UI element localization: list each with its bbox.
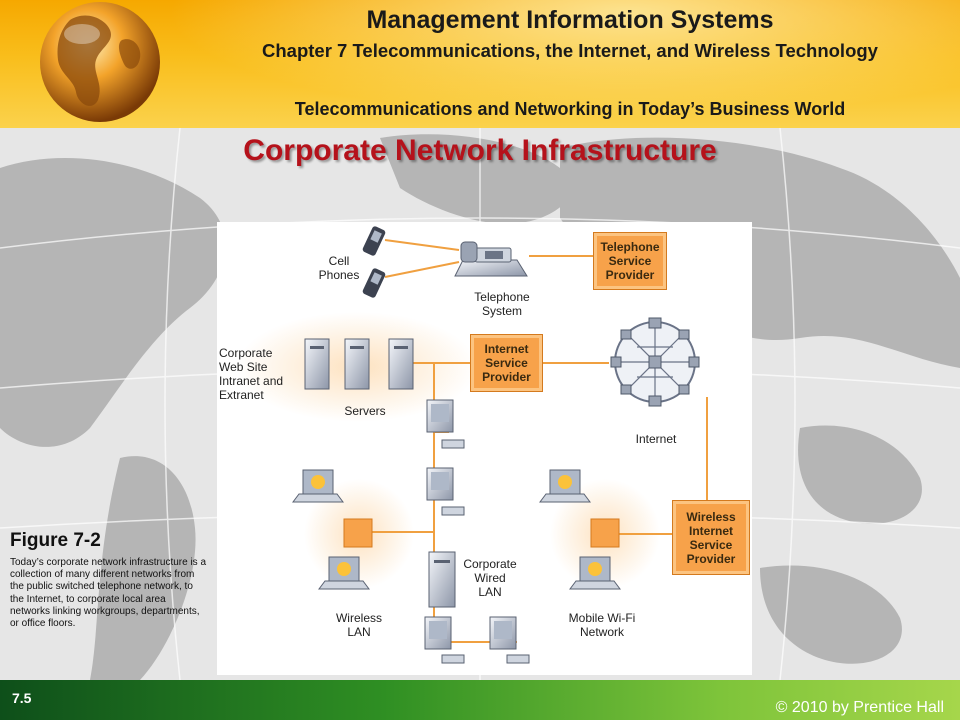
chapter-title: Chapter 7 Telecommunications, the Intern… (262, 40, 878, 61)
servers-label: Servers (344, 404, 386, 418)
internet-label: Internet (635, 432, 677, 446)
corporate-wired-lan-label: Corporate Wired LAN (463, 557, 517, 599)
laptop-icon (318, 556, 370, 590)
laptop-icon (539, 469, 591, 503)
server-icon (388, 338, 414, 390)
section-title: Telecommunications and Networking in Tod… (294, 99, 846, 119)
copyright-notice: © 2010 by Prentice Hall (775, 699, 944, 716)
header-shine (130, 0, 960, 128)
wireless-lan-label: Wireless LAN (335, 611, 382, 639)
wifi-access-point (590, 518, 620, 548)
desktop-computer-icon (424, 616, 465, 664)
globe-icon (40, 2, 160, 122)
cell-phone-icon (362, 268, 386, 298)
server-icon (304, 338, 330, 390)
cell-phones-label: Cell Phones (318, 254, 360, 282)
wired-lan-server-icon (428, 551, 456, 608)
laptop-icon (292, 469, 344, 503)
slide-title: Corporate Network Infrastructure (243, 134, 717, 167)
desktop-computer-icon (489, 616, 530, 664)
slide-header: Management Information Systems Chapter 7… (0, 0, 960, 128)
desktop-computer-icon (426, 399, 465, 449)
figure-caption: Figure 7-2 Today’s corporate network inf… (10, 530, 210, 630)
slide-number: 7.5 (12, 690, 32, 706)
server-icon (344, 338, 370, 390)
internet-network-icon (610, 317, 700, 407)
mobile-wifi-network-label: Mobile Wi-Fi Network (568, 611, 636, 639)
network-diagram-graphics (237, 226, 708, 664)
laptop-icon (569, 556, 621, 590)
slide-footer: 7.5 © 2010 by Prentice Hall (0, 680, 960, 720)
internet-service-provider-box: Internet Service Provider (470, 334, 543, 392)
wireless-internet-service-provider-box: Wireless Internet Service Provider (672, 500, 750, 575)
cell-phone-icon (362, 226, 386, 256)
telephone-service-provider-box: Telephone Service Provider (593, 232, 667, 290)
course-title: Management Information Systems (366, 6, 774, 34)
network-diagram: Telephone Service Provider Internet Serv… (217, 222, 752, 675)
figure-description: Today’s corporate network infrastructure… (10, 557, 207, 630)
corporate-web-site-label: Corporate Web Site Intranet and Extranet (219, 346, 284, 402)
telephone-icon (454, 241, 528, 277)
figure-label: Figure 7-2 (10, 530, 101, 551)
telephone-system-label: Telephone System (474, 290, 530, 318)
desktop-computer-icon (426, 467, 465, 516)
wireless-access-point (343, 518, 373, 548)
